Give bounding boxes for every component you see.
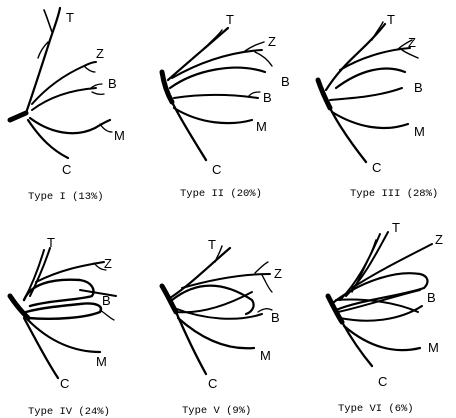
label-T: T bbox=[226, 12, 234, 27]
branch-buccal-twig bbox=[258, 309, 272, 312]
label-M: M bbox=[428, 340, 439, 355]
branch-buccal bbox=[32, 88, 96, 110]
branch-buccal bbox=[174, 95, 258, 98]
panel-type-4: T Z B M C Type IV (24%) bbox=[10, 235, 116, 418]
panel-type-2: T Z B B M C Type II (20%) bbox=[162, 12, 290, 200]
label-B: B bbox=[108, 76, 117, 91]
branch-zygomatic-twig bbox=[255, 52, 272, 66]
branch-temporal-twig bbox=[215, 246, 222, 262]
caption: Type II (20%) bbox=[180, 188, 262, 200]
branch-zygomatic-twig bbox=[84, 66, 95, 72]
branch-temporal-twig bbox=[205, 30, 222, 48]
branch-marginal-mandibular bbox=[332, 112, 408, 128]
zygomatic-buccal-crossing bbox=[172, 286, 254, 314]
zygomatic-buccal-loop bbox=[24, 280, 94, 306]
label-B-lower: B bbox=[263, 90, 272, 105]
branch-cervical bbox=[176, 312, 206, 374]
branch-cervical bbox=[172, 102, 206, 160]
label-M: M bbox=[114, 128, 125, 143]
panel-type-1: T Z B M C Type I (13%) bbox=[10, 8, 125, 203]
label-B: B bbox=[281, 74, 290, 89]
label-C: C bbox=[62, 162, 71, 177]
label-M: M bbox=[96, 354, 107, 369]
label-B: B bbox=[414, 80, 423, 95]
panel-type-3: T Z B M C Type III (28%) bbox=[318, 12, 438, 200]
branch-temporal-twig bbox=[44, 10, 52, 32]
branch-zygomatic-twig bbox=[402, 50, 418, 58]
caption: Type III (28%) bbox=[350, 188, 438, 200]
branch-buccal-twig bbox=[100, 310, 114, 320]
label-Z: Z bbox=[435, 232, 443, 247]
caption: Type VI (6%) bbox=[338, 403, 414, 415]
label-B: B bbox=[427, 290, 436, 305]
branch-cervical bbox=[330, 108, 366, 162]
caption: Type I (13%) bbox=[28, 191, 104, 203]
label-T: T bbox=[392, 220, 400, 235]
branch-marginal-mandibular bbox=[174, 108, 252, 123]
panel-type-5: T Z B M C Type V (9%) bbox=[162, 237, 282, 417]
branch-temporal bbox=[170, 248, 230, 298]
branch-buccal bbox=[330, 88, 402, 100]
branch-buccal-twig bbox=[92, 92, 104, 94]
branch-zygomatic bbox=[182, 274, 270, 288]
branch-cervical bbox=[24, 318, 58, 378]
label-Z: Z bbox=[104, 256, 112, 271]
label-M: M bbox=[260, 348, 271, 363]
branch-marginal-mandibular bbox=[30, 118, 110, 133]
label-Z: Z bbox=[268, 34, 276, 49]
caption: Type V (9%) bbox=[182, 405, 251, 417]
label-M: M bbox=[256, 119, 267, 134]
nerve-trunk bbox=[318, 80, 330, 108]
branch-cervical bbox=[28, 120, 68, 158]
zygomatic-buccal-crossing bbox=[176, 292, 252, 312]
label-C: C bbox=[212, 162, 221, 177]
label-C: C bbox=[378, 374, 387, 389]
label-M: M bbox=[414, 124, 425, 139]
label-Z: Z bbox=[96, 46, 104, 61]
label-T: T bbox=[47, 235, 55, 250]
branch-buccal-upper bbox=[336, 69, 405, 88]
label-C: C bbox=[372, 160, 381, 175]
label-T: T bbox=[208, 237, 216, 252]
label-Z: Z bbox=[408, 35, 416, 50]
branch-zygomatic-twig bbox=[255, 262, 268, 273]
branch-temporal bbox=[168, 28, 228, 80]
label-B: B bbox=[102, 293, 111, 308]
zygomatic-buccal-loop bbox=[26, 303, 101, 318]
nerve-trunk bbox=[10, 113, 26, 120]
branch-temporal bbox=[24, 250, 44, 300]
panel-type-6: T Z B M C Type VI (6%) bbox=[328, 220, 443, 415]
label-T: T bbox=[387, 12, 395, 27]
label-C: C bbox=[60, 376, 69, 391]
caption: Type IV (24%) bbox=[28, 406, 110, 418]
branch-temporal-twig bbox=[372, 22, 383, 40]
label-Z: Z bbox=[274, 266, 282, 281]
branch-cervical bbox=[342, 322, 372, 366]
label-T: T bbox=[66, 10, 74, 25]
branch-marginal-mandibular bbox=[344, 326, 420, 350]
branch-zygomatic-twig bbox=[262, 275, 272, 292]
label-C: C bbox=[208, 376, 217, 391]
label-B: B bbox=[271, 310, 280, 325]
